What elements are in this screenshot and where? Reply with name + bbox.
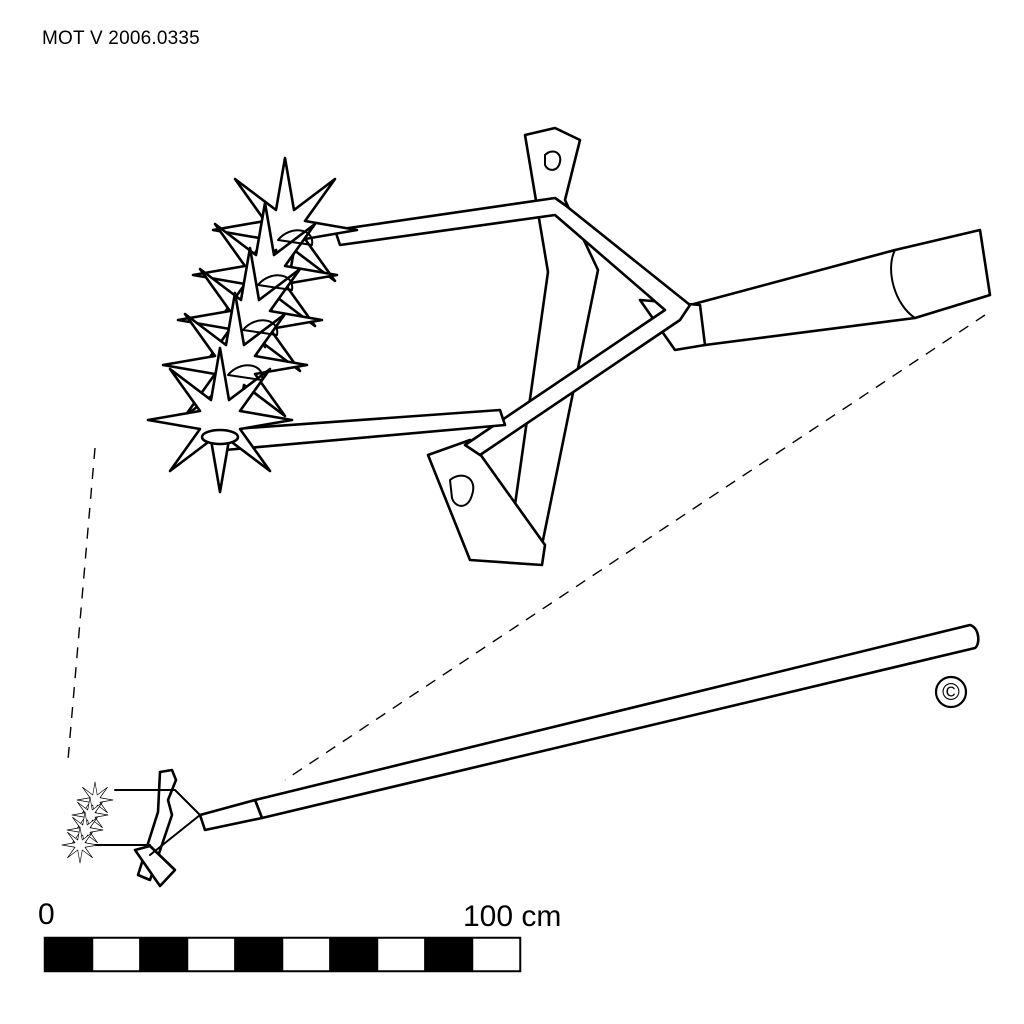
scale-segment bbox=[471, 937, 521, 972]
scale-segments bbox=[44, 937, 521, 972]
scale-segment bbox=[376, 937, 426, 972]
scale-bar: 0 100 cm bbox=[38, 898, 561, 973]
scale-segment bbox=[424, 937, 474, 972]
copyright-symbol: © bbox=[942, 679, 960, 706]
scale-segment bbox=[44, 937, 94, 972]
scale-segment bbox=[234, 937, 284, 972]
scale-segment bbox=[329, 937, 379, 972]
scale-end-label: 100 cm bbox=[463, 900, 561, 933]
copyright-icon: © bbox=[934, 675, 968, 709]
scale-segment bbox=[186, 937, 236, 972]
scale-segment bbox=[281, 937, 331, 972]
full-tool bbox=[61, 623, 980, 888]
scale-segment bbox=[91, 937, 141, 972]
scale-start-label: 0 bbox=[38, 898, 55, 931]
magnification-lines bbox=[67, 314, 986, 781]
scale-segment bbox=[139, 937, 189, 972]
enlarged-detail bbox=[146, 126, 992, 567]
catalog-id: MOT V 2006.0335 bbox=[42, 28, 200, 49]
